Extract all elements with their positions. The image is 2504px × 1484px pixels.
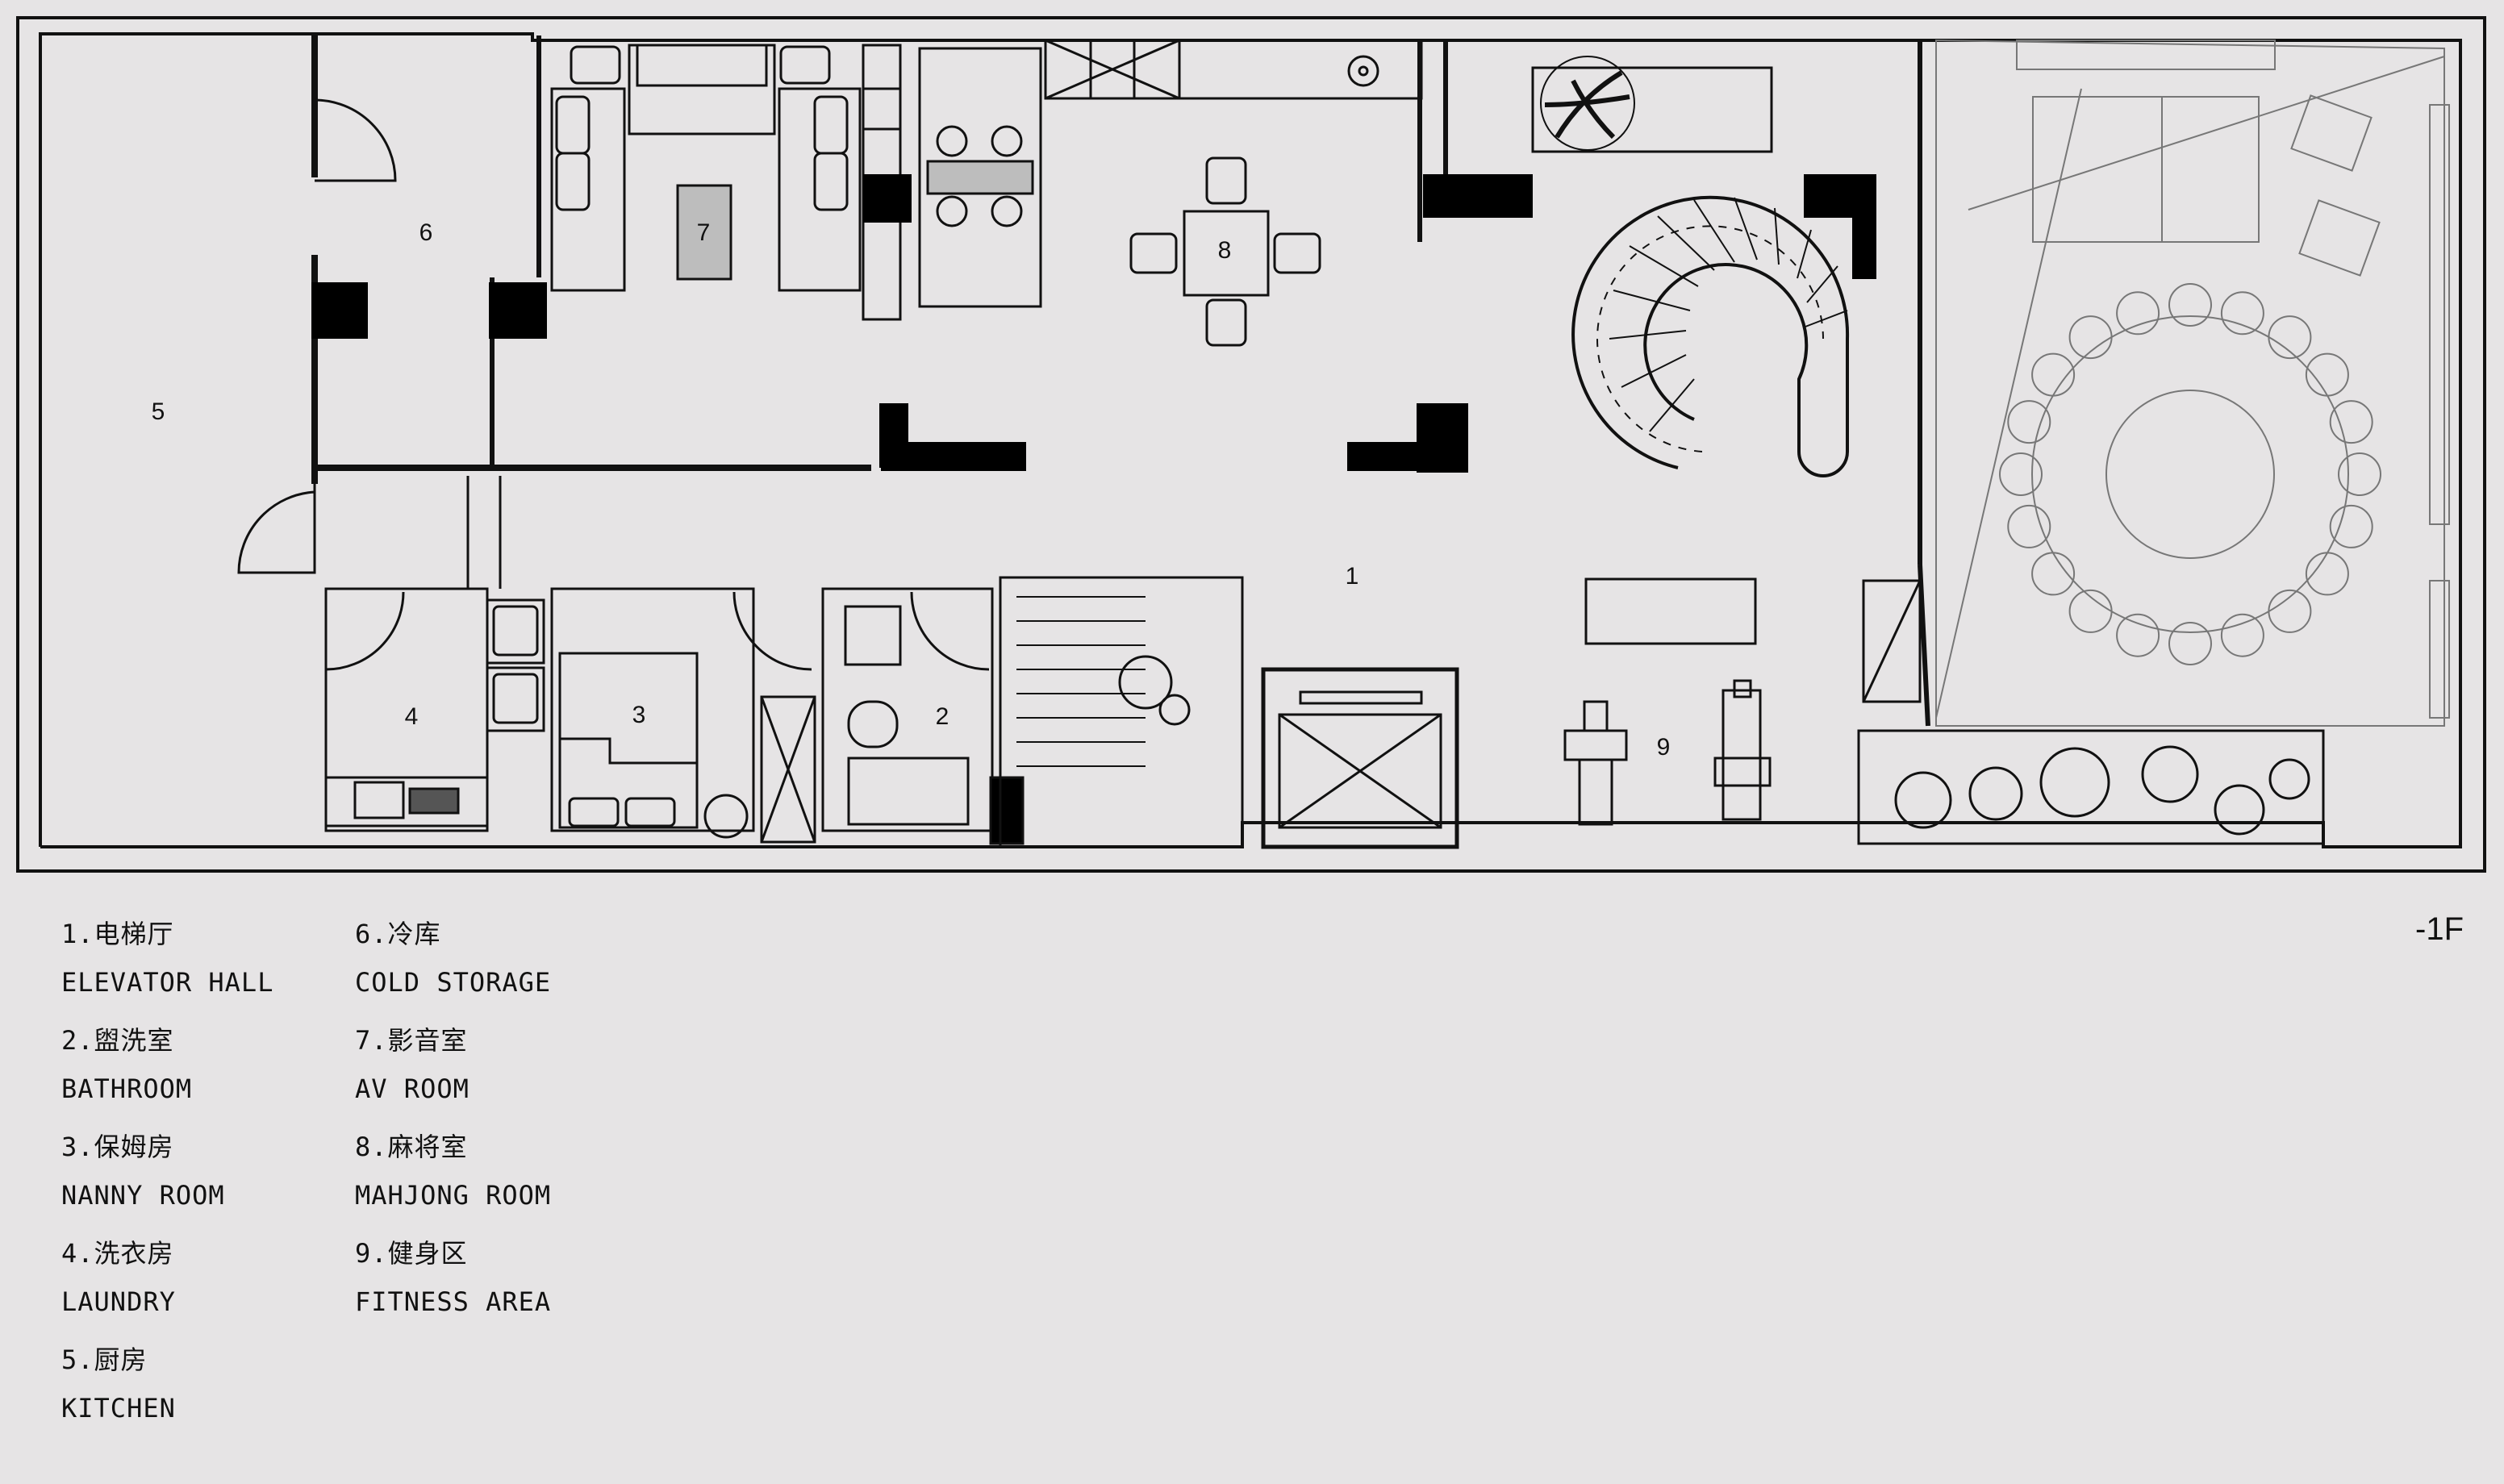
dining-chair [2220,291,2264,336]
dining-chair [2329,400,2373,444]
dining-chair [2168,283,2212,327]
dining-chair [2116,291,2160,336]
legend-4-en: LAUNDRY [61,1286,176,1317]
legend-3-cn: 3.保姆房 [61,1132,174,1162]
sofa [550,87,626,292]
legend-1-cn: 1.电梯厅 [61,919,174,949]
coffee-table [676,184,732,281]
legend-4-cn: 4.洗衣房 [61,1238,174,1269]
gym-machine-icon [1563,700,1628,826]
door-swing [732,591,812,671]
elevator [1261,667,1459,849]
dining-chair [2268,315,2312,360]
sink [844,605,902,666]
legend-2-cn: 2.盥洗室 [61,1025,174,1056]
dining-chair [2220,613,2264,657]
legend-9-cn: 9.健身区 [355,1238,468,1269]
dining-chair [2068,589,2113,633]
washer [486,598,545,665]
dining-chair [2031,352,2076,397]
bathroom [821,587,994,832]
dining-chair [1999,452,2043,496]
door-swing [910,591,990,671]
legend-8-cn: 8.麻将室 [355,1132,468,1162]
stair [999,576,1244,848]
dining-chair [2007,504,2051,548]
room-number-labels: 1 2 3 4 5 6 7 8 9 [152,219,1671,761]
structural-columns [311,174,1876,473]
toilet [847,700,899,748]
garden-strip [1857,729,2325,845]
room-number-7: 7 [697,219,711,246]
legend-1-en: ELEVATOR HALL [61,967,274,998]
room-number-5: 5 [152,398,165,425]
dining-chair [2268,589,2312,633]
legend-7-cn: 7.影音室 [355,1025,468,1056]
dryer [486,666,545,732]
dining-chair [2305,352,2349,397]
door-swing [325,591,405,671]
dining-chair [2007,400,2051,444]
room-number-8: 8 [1218,237,1232,264]
planter [1531,66,1773,153]
plant-icon [1894,745,2310,836]
sofa [778,87,862,292]
legend-5-en: KITCHEN [61,1393,176,1424]
legend-7-en: AV ROOM [355,1073,470,1104]
legend-9-en: FITNESS AREA [355,1286,552,1317]
dining-chair [2338,452,2381,496]
legend-6-cn: 6.冷库 [355,919,441,949]
room-number-9: 9 [1657,734,1671,761]
door-swing [237,484,316,574]
legend-6-en: COLD STORAGE [355,967,552,998]
tree-icon [1540,56,1635,151]
round-table [2105,390,2275,559]
dining-chair [2116,613,2160,657]
room-number-2: 2 [936,703,949,730]
legend-3-en: NANNY ROOM [61,1180,225,1211]
bed [558,652,699,829]
room-number-4: 4 [405,703,419,730]
door-swing [314,98,397,182]
outer-frame [16,16,2486,873]
mahjong-table [1183,210,1270,297]
spiral-stair [1571,195,1850,477]
nanny-room [550,587,755,832]
room-number-3: 3 [632,702,646,728]
dining-chair [2031,552,2076,596]
legend-8-en: MAHJONG ROOM [355,1180,552,1211]
dining-chair [2329,504,2373,548]
dining-chair [2068,315,2113,360]
legend-2-en: BATHROOM [61,1073,193,1104]
legend-5-cn: 5.厨房 [61,1344,148,1375]
room-number-6: 6 [419,219,433,246]
dining-chair [2305,552,2349,596]
floor-label: -1F [2415,911,2464,947]
room-number-1: 1 [1346,563,1359,590]
mat [1584,577,1757,645]
dining-chair [2168,622,2212,665]
dining-table [918,47,1042,308]
gym-bench-icon [1713,679,1772,821]
